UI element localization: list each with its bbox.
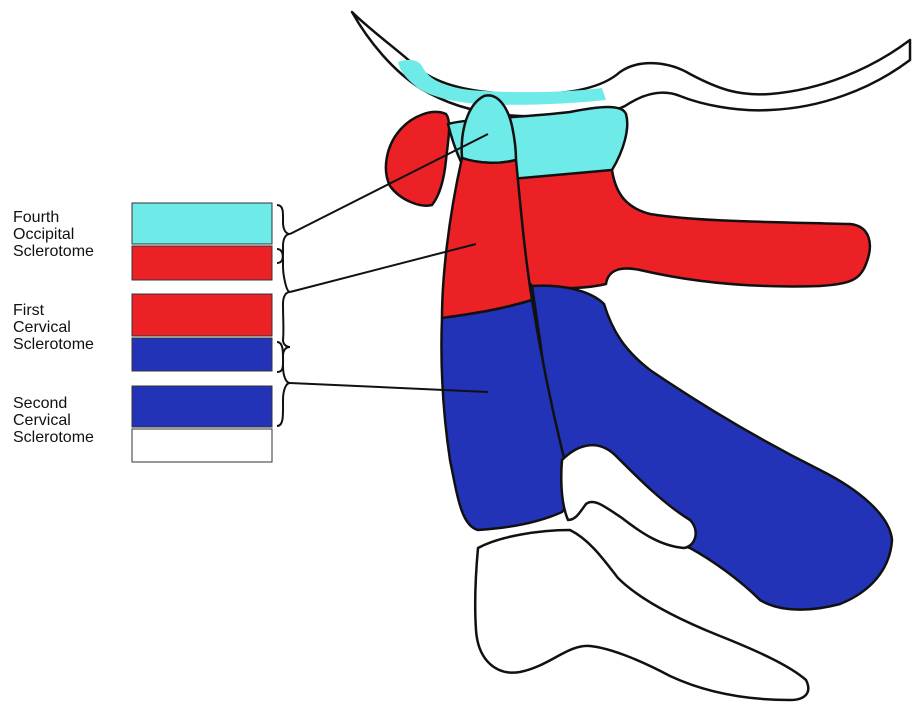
legend-swatch-blue-upper bbox=[132, 338, 272, 371]
legend-swatch-cyan-top bbox=[132, 203, 272, 244]
atlas-posterior-arch bbox=[500, 170, 870, 288]
legend-swatch-red-lower bbox=[132, 294, 272, 336]
legend-label-second-cervical-sclerotome: Second Cervical Sclerotome bbox=[13, 395, 94, 446]
occipital-bone-outline bbox=[352, 12, 910, 117]
brace-fourth-occipital-lower bbox=[277, 249, 290, 304]
legend-swatch-blue-lower bbox=[132, 386, 272, 427]
legend-label-first-cervical-sclerotome: First Cervical Sclerotome bbox=[13, 302, 94, 353]
legend-label-fourth-occipital-sclerotome: Fourth Occipital Sclerotome bbox=[13, 209, 94, 260]
basion-cyan-region bbox=[398, 60, 606, 105]
dens-body-red bbox=[442, 158, 532, 318]
legend-swatch-red-upper bbox=[132, 246, 272, 280]
brace-second-cervical bbox=[277, 342, 290, 426]
legend-swatch-white bbox=[132, 429, 272, 462]
